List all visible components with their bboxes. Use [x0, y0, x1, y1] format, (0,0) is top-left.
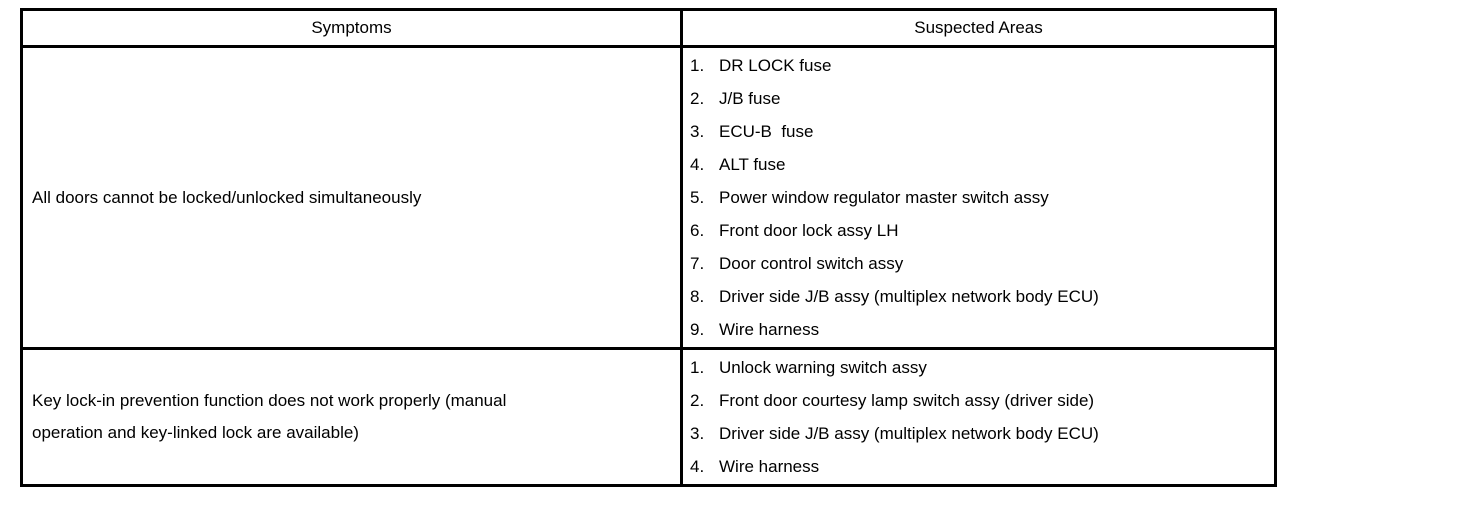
- list-item-text: Unlock warning switch assy: [719, 358, 927, 377]
- list-item-text: Front door lock assy LH: [719, 221, 899, 240]
- list-item-number: 2.: [690, 89, 705, 108]
- symptom-text: Key lock-in prevention function does not…: [32, 391, 507, 442]
- column-header-symptoms-label: Symptoms: [311, 18, 392, 37]
- list-item-number: 1.: [690, 358, 705, 377]
- list-item-text: Driver side J/B assy (multiplex network …: [719, 424, 1099, 443]
- list-item-number: 4.: [690, 457, 705, 476]
- list-item-text: Driver side J/B assy (multiplex network …: [719, 287, 1099, 306]
- list-item-text: DR LOCK fuse: [719, 56, 832, 75]
- list-item: 1. DR LOCK fuse: [690, 49, 1270, 82]
- list-item-number: 5.: [690, 188, 705, 207]
- list-item-number: 6.: [690, 221, 705, 240]
- list-item: 2. Front door courtesy lamp switch assy …: [690, 384, 1270, 417]
- list-item-number: 9.: [690, 320, 705, 339]
- list-item-text: Front door courtesy lamp switch assy (dr…: [719, 391, 1095, 410]
- table-row-1-suspected-areas-cell: 1. DR LOCK fuse 2. J/B fuse 3. ECU-B fus…: [680, 45, 1274, 347]
- list-item: 4. ALT fuse: [690, 148, 1270, 181]
- list-item-number: 3.: [690, 424, 705, 443]
- list-item-number: 2.: [690, 391, 705, 410]
- list-item: 7. Door control switch assy: [690, 247, 1270, 280]
- list-item-number: 1.: [690, 56, 705, 75]
- list-item: 1. Unlock warning switch assy: [690, 351, 1270, 384]
- list-item: 3. ECU-B fuse: [690, 115, 1270, 148]
- list-item-text: Door control switch assy: [719, 254, 904, 273]
- list-item-text: J/B fuse: [719, 89, 781, 108]
- list-item-text: Wire harness: [719, 320, 820, 339]
- list-item-number: 8.: [690, 287, 705, 306]
- list-item-number: 3.: [690, 122, 705, 141]
- list-item: 5. Power window regulator master switch …: [690, 181, 1270, 214]
- list-item: 3. Driver side J/B assy (multiplex netwo…: [690, 417, 1270, 450]
- list-item: 4. Wire harness: [690, 450, 1270, 483]
- list-item: 2. J/B fuse: [690, 82, 1270, 115]
- list-item-text: Power window regulator master switch ass…: [719, 188, 1049, 207]
- list-item-text: ALT fuse: [719, 155, 786, 174]
- list-item-number: 7.: [690, 254, 705, 273]
- list-item: 8. Driver side J/B assy (multiplex netwo…: [690, 280, 1270, 313]
- column-header-suspected-areas-label: Suspected Areas: [914, 18, 1043, 37]
- symptoms-table: Symptoms Suspected Areas All doors canno…: [20, 8, 1277, 487]
- list-item: 9. Wire harness: [690, 313, 1270, 346]
- symptom-text: All doors cannot be locked/unlocked simu…: [32, 187, 422, 207]
- column-header-symptoms: Symptoms: [23, 11, 680, 45]
- table-row-2-suspected-areas-cell: 1. Unlock warning switch assy 2. Front d…: [680, 347, 1274, 484]
- list-item-number: 4.: [690, 155, 705, 174]
- list-item: 6. Front door lock assy LH: [690, 214, 1270, 247]
- table-row-1-symptom-cell: All doors cannot be locked/unlocked simu…: [23, 45, 680, 347]
- table-row-2-symptom-cell: Key lock-in prevention function does not…: [23, 347, 680, 484]
- column-header-suspected-areas: Suspected Areas: [680, 11, 1274, 45]
- list-item-text: Wire harness: [719, 457, 820, 476]
- list-item-text: ECU-B fuse: [719, 122, 814, 141]
